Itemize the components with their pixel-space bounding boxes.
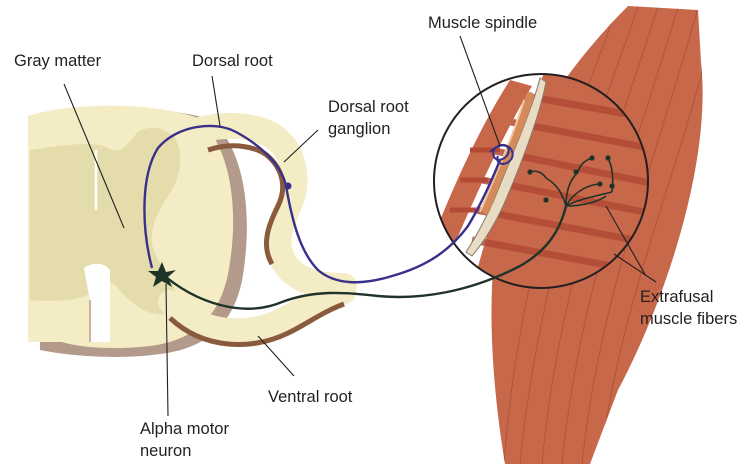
label-alpha-motor-2: neuron [140, 442, 191, 460]
label-muscle-spindle: Muscle spindle [428, 14, 537, 32]
label-extrafusal-1: Extrafusal [640, 288, 713, 306]
label-gray-matter: Gray matter [14, 52, 102, 70]
label-alpha-motor-1: Alpha motor [140, 420, 229, 438]
label-extrafusal-2: muscle fibers [640, 310, 737, 328]
label-ventral-root: Ventral root [268, 388, 353, 406]
label-dorsal-root-ganglion-1: Dorsal root [328, 98, 409, 116]
ganglion-cell-body [285, 183, 292, 190]
label-dorsal-root: Dorsal root [192, 52, 273, 70]
label-dorsal-root-ganglion-2: ganglion [328, 120, 390, 138]
